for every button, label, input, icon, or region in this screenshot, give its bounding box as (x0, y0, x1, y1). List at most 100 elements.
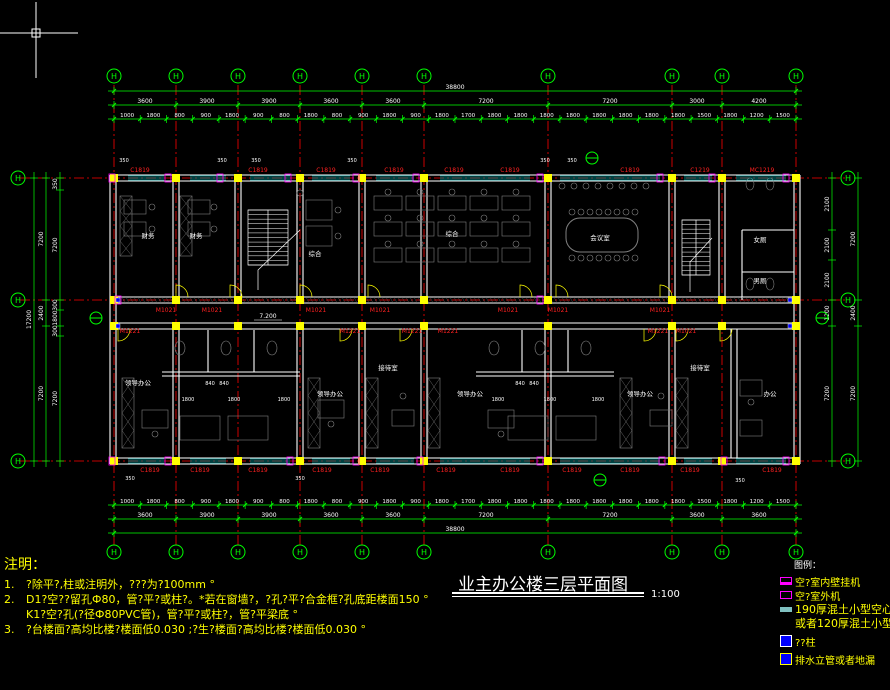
cabinet-x (619, 412, 633, 431)
window-tag-north: MC1219 (750, 167, 775, 174)
structural-column (668, 322, 676, 330)
dim-fine-top-slash (636, 116, 641, 122)
dim-fine-top-slash (164, 116, 169, 122)
dim-axes-top-label: 3600 (385, 98, 400, 105)
dim-fine-top-label: 1800 (435, 113, 449, 119)
chair (586, 208, 594, 216)
dim-fine-bottom-label: 1800 (592, 499, 606, 505)
corridor-hatch (245, 296, 250, 304)
dim-axes-bottom-slash (297, 516, 303, 522)
corridor-hatch (485, 296, 490, 304)
dim-axes-bottom-label: 3600 (751, 512, 766, 519)
dim-fine-bottom-label: 1800 (146, 499, 160, 505)
corridor-hatch (349, 296, 354, 304)
cabinet-x (307, 430, 321, 449)
dim-fine-bottom-slash (321, 502, 327, 508)
axis-bubble-bottom (168, 544, 184, 560)
chair (595, 208, 603, 216)
desk (391, 409, 415, 427)
chair (577, 208, 585, 216)
toilet-fixture (266, 340, 278, 356)
corridor-hatch (465, 296, 470, 304)
inner-dim-label: 840 (515, 381, 525, 387)
corridor-hatch (205, 296, 210, 304)
dim-fine-bottom-label: 1800 (435, 499, 449, 505)
structural-column (420, 296, 428, 304)
door-tag-south: M1221 (402, 328, 423, 335)
corridor-hatch (533, 296, 538, 304)
chair (568, 254, 576, 262)
desk (187, 221, 211, 237)
structural-column (172, 322, 180, 330)
axis-bubble-left (10, 292, 26, 308)
ac-unit-icon (286, 456, 294, 466)
corridor-hatch (777, 296, 782, 304)
corridor-hatch (377, 296, 382, 304)
corridor-hatch (473, 296, 478, 304)
structural-column (296, 322, 304, 330)
corridor-hatch (573, 296, 578, 304)
dim-axes-top-slash (111, 102, 117, 108)
corridor-hatch (737, 296, 742, 304)
ac-unit-icon (536, 456, 544, 466)
corridor-hatch (385, 296, 390, 304)
dim-axes-top-slash (719, 102, 725, 108)
door-swing-south (117, 328, 131, 342)
cabinet-x (365, 395, 379, 414)
corridor-hatch (513, 296, 518, 304)
cabinet (121, 377, 135, 449)
axis-bubble-top (106, 68, 122, 84)
room-label: 男厕 (754, 277, 768, 285)
chair (210, 225, 218, 233)
dim-fine-top-slash (741, 116, 746, 122)
chair (604, 254, 612, 262)
window-tag-south: C1819 (620, 467, 640, 474)
dim-fine-top-label: 1500 (697, 113, 711, 119)
axis-bubble-bottom (292, 544, 308, 560)
dim-axes-top-slash (545, 102, 551, 108)
structural-column (544, 174, 552, 182)
workstation (405, 195, 435, 211)
dim-side-left-fine-label: 300 (52, 299, 59, 311)
cabinet-x (121, 395, 135, 414)
axis-label-top: H (719, 72, 725, 81)
door-swing-south (399, 328, 413, 342)
corridor-hatch (285, 296, 290, 304)
structural-column (296, 174, 304, 182)
cabinet-x (121, 430, 135, 449)
chair (604, 208, 612, 216)
structural-column (792, 457, 800, 465)
small-dim-label: 350 (251, 158, 261, 164)
dim-axes-bottom-slash (235, 516, 241, 522)
corridor-hatch (125, 296, 130, 304)
corridor-hatch (161, 296, 166, 304)
chair (613, 254, 621, 262)
cabinet-x (619, 395, 633, 414)
structural-column (792, 296, 800, 304)
chair (618, 182, 626, 190)
toilet-fixture (765, 277, 775, 291)
chair (448, 214, 456, 222)
corridor-hatch (605, 296, 610, 304)
room-label: 领导办公 (125, 378, 152, 387)
structural-column (420, 174, 428, 182)
dim-fine-bottom-slash (295, 502, 300, 508)
cabinet-x (365, 412, 379, 431)
corridor-hatch (493, 296, 498, 304)
conference-table (565, 217, 639, 253)
axis-bubble-bottom (106, 544, 122, 560)
corridor-hatch (429, 296, 434, 304)
dim-fine-top-label: 1800 (566, 113, 580, 119)
cabinet-x (427, 412, 441, 431)
corridor-hatch (445, 296, 450, 304)
corridor-hatch (621, 296, 626, 304)
chair (606, 182, 614, 190)
corridor-hatch (609, 296, 614, 304)
notes-heading: 注明： (4, 557, 46, 573)
corridor-hatch (129, 296, 134, 304)
corridor-hatch (289, 296, 294, 304)
corridor-hatch (685, 296, 690, 304)
corridor-hatch (405, 296, 410, 304)
dim-fine-bottom-slash (190, 502, 196, 508)
corridor-hatch (489, 296, 494, 304)
